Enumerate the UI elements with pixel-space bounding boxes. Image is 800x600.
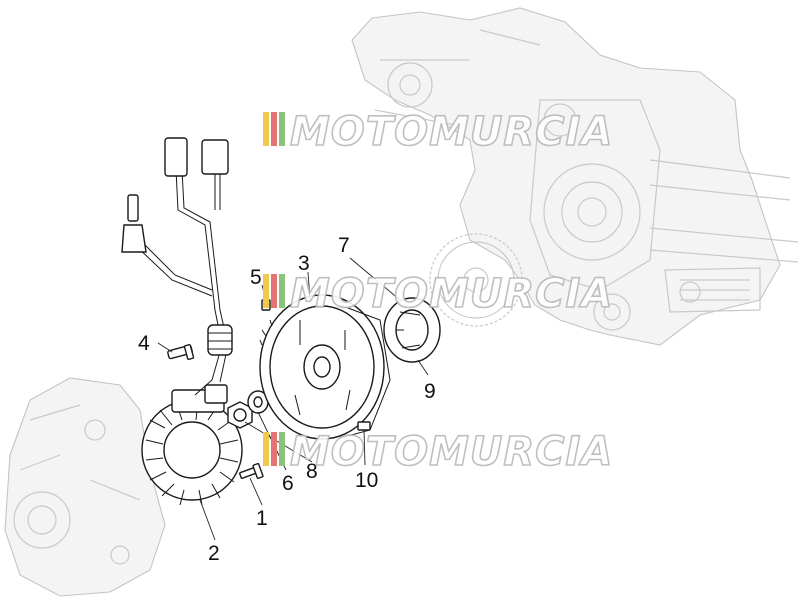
callout-8: 8 bbox=[306, 460, 318, 483]
callout-10: 10 bbox=[355, 469, 378, 492]
watermark-top: MOTOMURCIA bbox=[263, 108, 613, 156]
callout-5: 5 bbox=[250, 266, 262, 289]
watermark-bottom: MOTOMURCIA bbox=[263, 428, 613, 476]
leader-4 bbox=[157, 342, 173, 353]
callout-2: 2 bbox=[208, 542, 220, 565]
watermark-text-top: MOTOMURCIA bbox=[290, 109, 613, 155]
callout-7: 7 bbox=[338, 234, 350, 257]
stator-coil bbox=[141, 384, 243, 506]
generator-cover-illustration bbox=[4, 377, 166, 597]
spade-terminal bbox=[127, 194, 139, 222]
watermark-text-middle: MOTOMURCIA bbox=[290, 271, 613, 317]
watermark-middle: MOTOMURCIA bbox=[263, 270, 613, 318]
watermark-text-bottom: MOTOMURCIA bbox=[290, 429, 613, 475]
callout-labels: 1 2 3 4 5 6 7 8 9 10 bbox=[138, 234, 436, 565]
nut-part-8 bbox=[227, 401, 253, 429]
callout-4: 4 bbox=[138, 332, 150, 355]
screw-part-1 bbox=[239, 462, 264, 480]
connector-left bbox=[164, 137, 188, 177]
leader-9 bbox=[417, 359, 429, 376]
leader-3 bbox=[307, 271, 311, 301]
leader-2 bbox=[199, 499, 216, 541]
wiring-harness bbox=[121, 137, 233, 396]
engine-crankcase-illustration bbox=[351, 7, 799, 346]
callout-1: 1 bbox=[256, 507, 268, 530]
bolt-part-4 bbox=[167, 343, 195, 361]
flywheel-rotor bbox=[259, 294, 391, 440]
callout-3: 3 bbox=[298, 252, 310, 275]
harness-grommet bbox=[207, 324, 233, 356]
leader-7 bbox=[349, 257, 401, 301]
leader-1 bbox=[249, 477, 263, 506]
callout-9: 9 bbox=[424, 380, 436, 403]
washer-part-6 bbox=[247, 390, 269, 414]
callout-6: 6 bbox=[282, 472, 294, 495]
leader-8 bbox=[244, 421, 313, 463]
starter-clutch-part-9 bbox=[383, 297, 441, 363]
leader-10 bbox=[363, 429, 366, 466]
connector-right bbox=[201, 139, 229, 175]
